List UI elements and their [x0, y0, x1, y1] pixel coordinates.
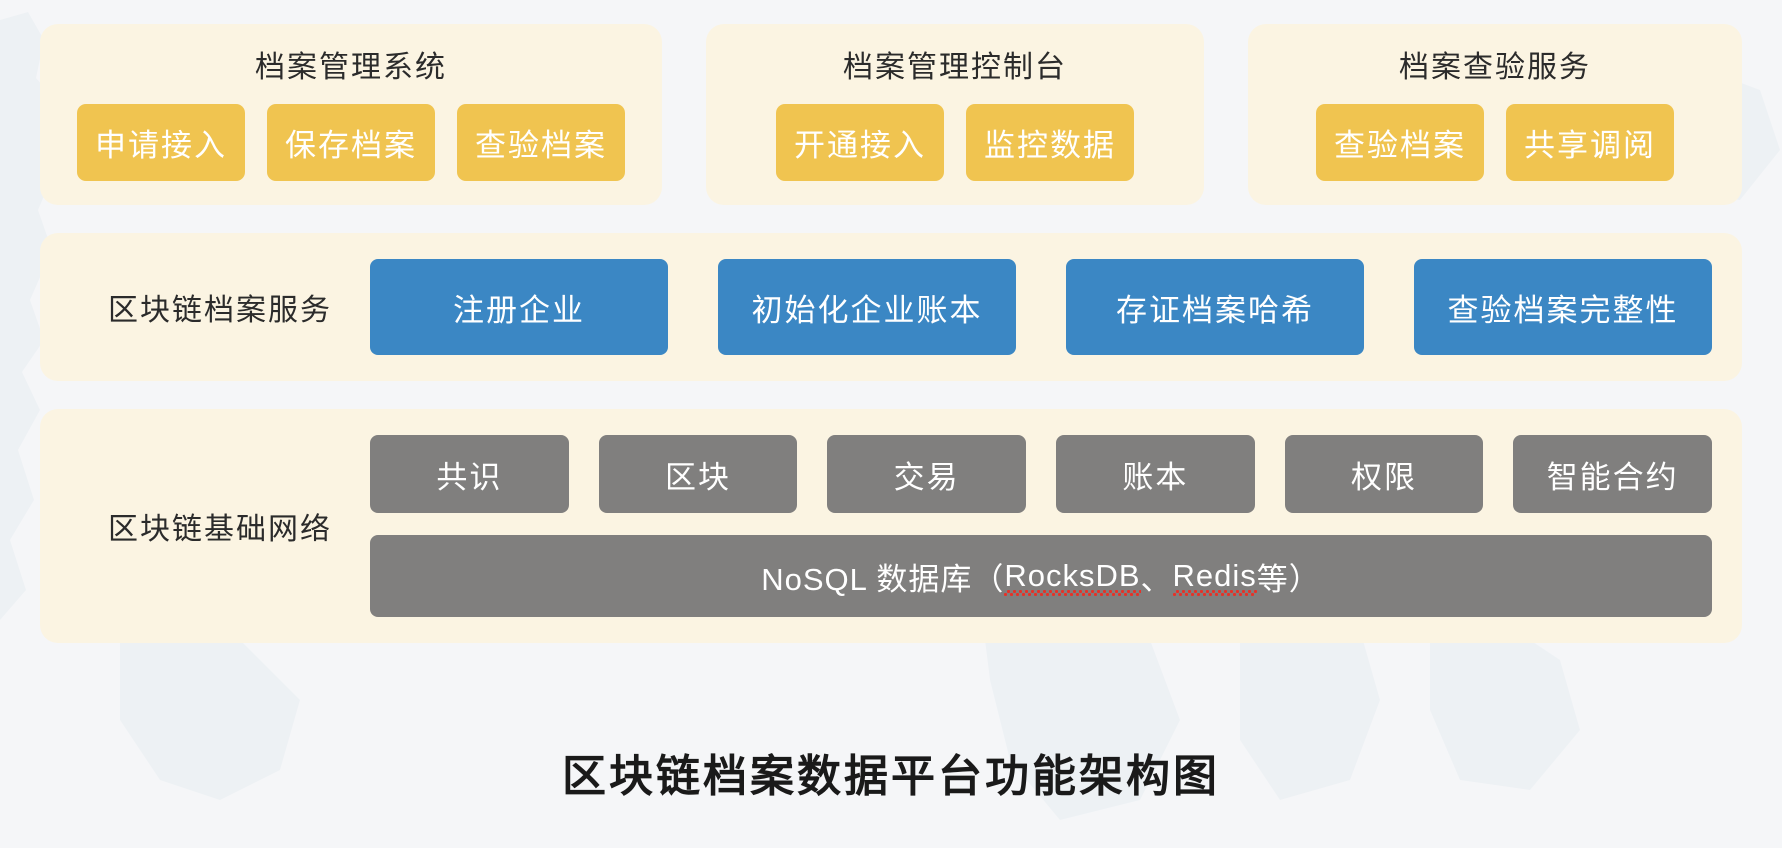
infrastructure-component-row: 共识 区块 交易 账本 权限 智能合约 — [370, 435, 1713, 513]
db-item-redis: Redis — [1172, 558, 1258, 596]
chip-apply-access[interactable]: 申请接入 — [77, 104, 245, 181]
chip-row: 开通接入 监控数据 — [776, 104, 1134, 181]
module-verify-archive-integrity[interactable]: 查验档案完整性 — [1414, 259, 1712, 355]
chip-monitor-data[interactable]: 监控数据 — [966, 104, 1134, 181]
app-panel-archive-management-console: 档案管理控制台 开通接入 监控数据 — [706, 24, 1204, 205]
infrastructure-layer: 区块链基础网络 共识 区块 交易 账本 权限 智能合约 NoSQL 数据库（Ro… — [40, 409, 1742, 643]
db-separator: 、 — [1140, 561, 1173, 597]
chip-save-archive[interactable]: 保存档案 — [267, 104, 435, 181]
app-panel-archive-verification-service: 档案查验服务 查验档案 共享调阅 — [1248, 24, 1742, 205]
application-layer: 档案管理系统 申请接入 保存档案 查验档案 档案管理控制台 开通接入 监控数据 … — [40, 24, 1742, 205]
infrastructure-layer-label: 区块链基础网络 — [108, 513, 332, 546]
chip-open-access[interactable]: 开通接入 — [776, 104, 944, 181]
db-suffix-label: 等） — [1256, 561, 1321, 597]
panel-title: 档案管理系统 — [255, 51, 447, 84]
component-smart-contract[interactable]: 智能合约 — [1513, 435, 1713, 513]
infrastructure-content: 共识 区块 交易 账本 权限 智能合约 NoSQL 数据库（RocksDB、Re… — [370, 435, 1713, 617]
component-permission[interactable]: 权限 — [1284, 435, 1484, 513]
module-register-enterprise[interactable]: 注册企业 — [370, 259, 668, 355]
db-item-rocksdb: RocksDB — [1004, 558, 1141, 596]
app-panel-archive-management-system: 档案管理系统 申请接入 保存档案 查验档案 — [40, 24, 662, 205]
chip-verify-archive[interactable]: 查验档案 — [457, 104, 625, 181]
component-ledger[interactable]: 账本 — [1056, 435, 1255, 513]
module-store-archive-hash[interactable]: 存证档案哈希 — [1066, 259, 1364, 355]
chip-shared-access[interactable]: 共享调阅 — [1506, 104, 1674, 181]
service-module-row: 注册企业 初始化企业账本 存证档案哈希 查验档案完整性 — [370, 259, 1712, 355]
infrastructure-layer-label-wrap: 区块链基础网络 — [70, 435, 370, 617]
component-transaction[interactable]: 交易 — [827, 435, 1027, 513]
component-consensus[interactable]: 共识 — [370, 435, 569, 513]
module-init-enterprise-ledger[interactable]: 初始化企业账本 — [718, 259, 1016, 355]
db-prefix-label: NoSQL 数据库（ — [761, 561, 1005, 597]
figure-caption: 区块链档案数据平台功能架构图 — [562, 752, 1220, 801]
chip-row: 查验档案 共享调阅 — [1316, 104, 1674, 181]
panel-title: 档案管理控制台 — [843, 51, 1067, 84]
chip-row: 申请接入 保存档案 查验档案 — [77, 104, 625, 181]
chip-verify-archive[interactable]: 查验档案 — [1316, 104, 1484, 181]
component-block[interactable]: 区块 — [598, 435, 798, 513]
component-nosql-database[interactable]: NoSQL 数据库（RocksDB、Redis 等） — [370, 535, 1712, 617]
panel-title: 档案查验服务 — [1399, 51, 1591, 84]
service-layer: 区块链档案服务 注册企业 初始化企业账本 存证档案哈希 查验档案完整性 — [40, 233, 1742, 381]
service-layer-label: 区块链档案服务 — [108, 294, 332, 327]
architecture-diagram: 档案管理系统 申请接入 保存档案 查验档案 档案管理控制台 开通接入 监控数据 … — [40, 24, 1742, 643]
